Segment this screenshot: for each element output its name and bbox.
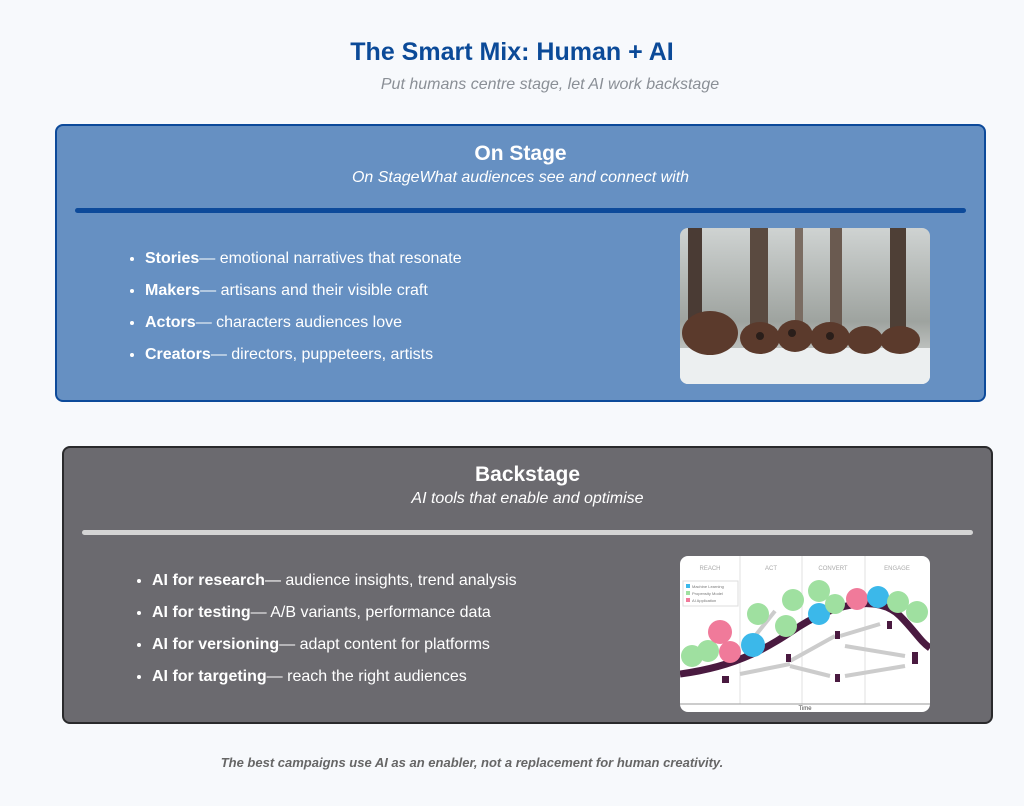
backstage-title: Backstage bbox=[474, 463, 581, 486]
page-subtitle: Put humans centre stage, let AI work bac… bbox=[380, 76, 720, 93]
page-title: The Smart Mix: Human + AI bbox=[350, 38, 674, 66]
axis-label: Time bbox=[798, 706, 812, 712]
on-stage-subtitle: On StageWhat audiences see and connect w… bbox=[351, 169, 690, 186]
on-stage-list: Stories— emotional narratives that reson… bbox=[127, 250, 462, 378]
stage-label: ENGAGE bbox=[884, 566, 910, 572]
footer-note: The best campaigns use AI as an enabler,… bbox=[220, 755, 724, 770]
divider bbox=[82, 530, 973, 535]
list-item: AI for targeting— reach the right audien… bbox=[152, 668, 517, 686]
on-stage-panel: On Stage On StageWhat audiences see and … bbox=[55, 124, 986, 402]
svg-text:Propensity Model: Propensity Model bbox=[692, 591, 723, 596]
list-item: AI for versioning— adapt content for pla… bbox=[152, 636, 517, 654]
list-item: Makers— artisans and their visible craft bbox=[145, 282, 462, 300]
list-item: AI for research— audience insights, tren… bbox=[152, 572, 517, 590]
divider bbox=[75, 208, 966, 213]
backstage-subtitle: AI tools that enable and optimise bbox=[411, 490, 644, 507]
list-item: AI for testing— A/B variants, performanc… bbox=[152, 604, 517, 622]
stage-label: CONVERT bbox=[818, 566, 848, 572]
list-item: Actors— characters audiences love bbox=[145, 314, 462, 332]
stage-label: REACH bbox=[699, 566, 720, 572]
backstage-panel: Backstage AI tools that enable and optim… bbox=[62, 446, 993, 724]
forest-creatures-image bbox=[680, 228, 930, 384]
backstage-list: AI for research— audience insights, tren… bbox=[134, 572, 517, 700]
customer-journey-diagram: REACH ACT CONVERT ENGAGE Time Machine Le… bbox=[680, 556, 930, 712]
svg-text:Machine Learning: Machine Learning bbox=[692, 584, 724, 589]
svg-text:AI Application: AI Application bbox=[692, 598, 716, 603]
list-item: Creators— directors, puppeteers, artists bbox=[145, 346, 462, 364]
list-item: Stories— emotional narratives that reson… bbox=[145, 250, 462, 268]
stage-label: ACT bbox=[765, 566, 777, 572]
on-stage-title: On Stage bbox=[474, 142, 567, 165]
